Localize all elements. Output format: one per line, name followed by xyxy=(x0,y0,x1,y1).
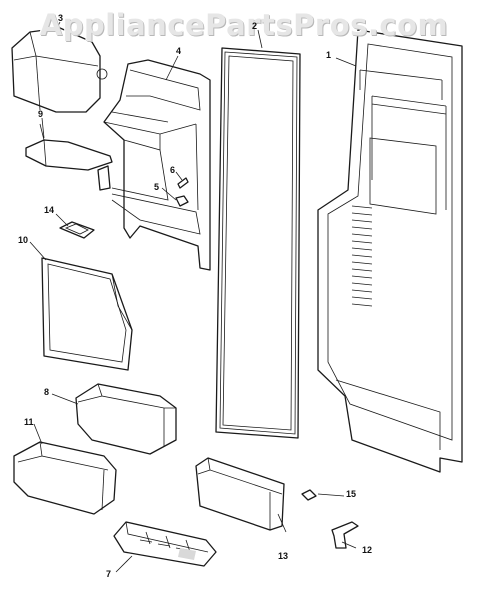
callout-4: 4 xyxy=(176,46,182,56)
part-4-door-frame xyxy=(103,59,211,271)
part-14-cap xyxy=(59,221,95,239)
liner-shelf-ribs xyxy=(351,205,373,307)
callout-3: 3 xyxy=(58,13,64,23)
callout-7: 7 xyxy=(106,569,112,579)
part-10-panel xyxy=(41,257,133,371)
callout-13: 13 xyxy=(278,551,289,561)
callout-5: 5 xyxy=(154,182,160,192)
part-1-door-liner xyxy=(317,29,463,473)
part-12-bracket xyxy=(331,521,359,549)
leader-lines xyxy=(29,21,357,573)
part-6-pin xyxy=(177,177,189,189)
part-8-door-bin xyxy=(75,383,177,455)
callout-8: 8 xyxy=(44,387,50,397)
callout-14: 14 xyxy=(44,205,55,215)
part-11-door-bin xyxy=(13,441,117,515)
callout-9: 9 xyxy=(38,109,44,119)
part-2-door-gasket xyxy=(215,47,301,439)
callout-15: 15 xyxy=(346,489,357,499)
callout-12: 12 xyxy=(362,545,373,555)
part-7-tray xyxy=(113,521,217,567)
watermark-text: AppliancePartsPros.com xyxy=(39,8,449,42)
part-13-trim xyxy=(195,457,285,531)
part-9-shelf-bracket xyxy=(25,123,113,191)
callout-11: 11 xyxy=(24,417,34,427)
part-5-clip xyxy=(175,195,189,207)
callout-6: 6 xyxy=(170,165,176,175)
callout-2: 2 xyxy=(252,21,258,31)
callout-1: 1 xyxy=(326,50,332,60)
part-15-knob xyxy=(301,489,317,501)
callout-10: 10 xyxy=(18,235,29,245)
part-3-dairy-bin xyxy=(11,27,108,113)
